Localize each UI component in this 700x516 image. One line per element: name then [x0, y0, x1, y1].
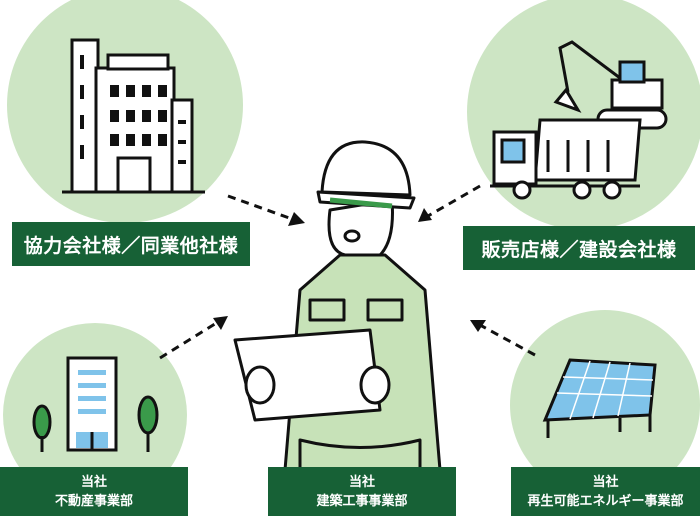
arrowheads	[213, 208, 486, 332]
small-building-icon	[66, 356, 118, 452]
renewable-line1: 当社	[592, 474, 619, 490]
construction-line2: 建築工事事業部	[316, 493, 408, 509]
dealers-label: 販売店様／建設会社様	[463, 226, 695, 270]
partners-label: 協力会社様／同業他社様	[12, 222, 250, 266]
solar-panel-icon	[542, 358, 657, 438]
real-estate-line1: 当社	[80, 474, 107, 490]
office-building-icon	[62, 38, 205, 194]
arrows	[159, 184, 536, 360]
real-estate-line2: 不動産事業部	[54, 493, 133, 509]
tree-icon	[32, 395, 159, 452]
renewable-line2: 再生可能エネルギー事業部	[527, 493, 684, 509]
real-estate-label: 当社 不動産事業部	[0, 467, 188, 516]
construction-label: 当社 建築工事事業部	[268, 467, 456, 516]
construction-line1: 当社	[348, 474, 375, 490]
renewable-label: 当社 再生可能エネルギー事業部	[511, 467, 700, 516]
dump-truck-icon	[490, 118, 642, 200]
worker-illustration	[233, 140, 442, 472]
